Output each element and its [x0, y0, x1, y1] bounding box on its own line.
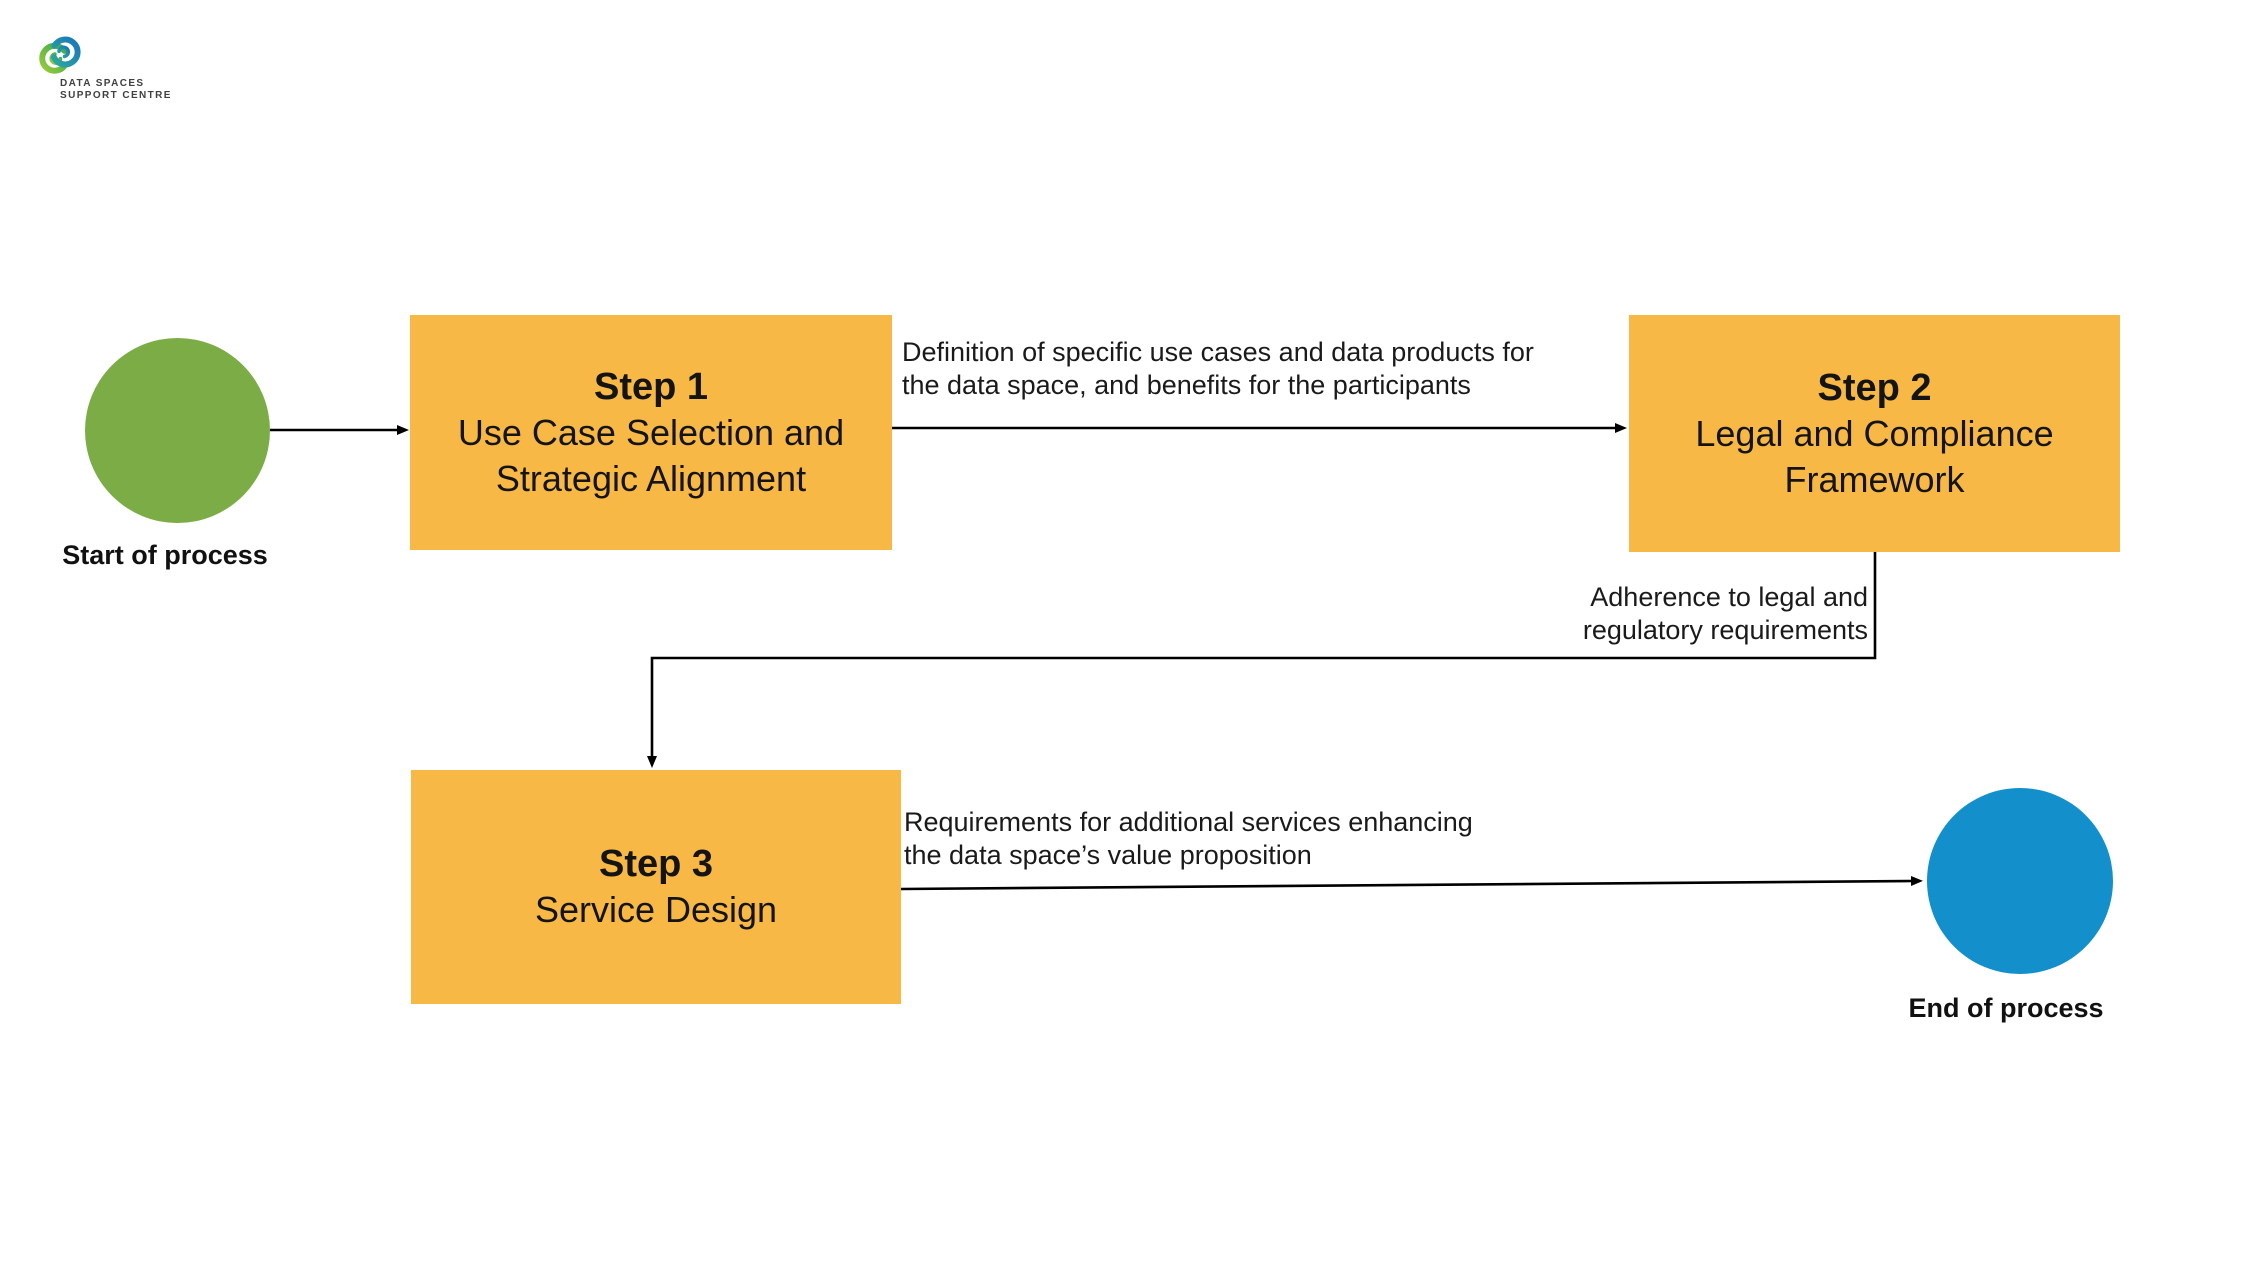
step-1-subtitle-line-1: Use Case Selection and — [457, 411, 845, 453]
edge-label-step1-step2: Definition of specific use cases and dat… — [902, 336, 1534, 402]
step-1-subtitle-line-2: Strategic Alignment — [495, 457, 807, 499]
end-node — [1927, 788, 2113, 974]
logo-line-2: SUPPORT CENTRE — [60, 90, 172, 101]
step-3-subtitle-line-1: Service Design — [534, 889, 778, 930]
step-1-box: Step 1 Use Case Selection and Strategic … — [410, 315, 892, 550]
step-3-box: Step 3 Service Design — [411, 770, 901, 1004]
start-node — [85, 338, 270, 523]
edge-label-step2-step3: Adherence to legal and regulatory requir… — [1418, 581, 1868, 647]
step-2-subtitle-line-2: Framework — [1784, 458, 1965, 500]
dssc-logo-wordmark: DATA SPACES SUPPORT CENTRE — [60, 78, 172, 102]
edge-label-step3-end-line-2: the data space’s value proposition — [904, 840, 1312, 870]
edge-label-step2-step3-line-2: regulatory requirements — [1582, 615, 1868, 645]
edge-label-step3-end: Requirements for additional services enh… — [904, 806, 1473, 872]
connector-step3-end — [900, 876, 1923, 891]
step-2-subtitle-line-1: Legal and Compliance — [1695, 412, 2054, 454]
edge-label-step1-step2-line-2: the data space, and benefits for the par… — [902, 370, 1471, 400]
edge-label-step2-step3-line-1: Adherence to legal and — [1590, 582, 1868, 612]
logo-line-1: DATA SPACES — [60, 78, 145, 89]
connector-step2-step3 — [647, 552, 1877, 768]
step-3-title: Step 3 — [598, 843, 714, 885]
dssc-logo-icon — [36, 32, 83, 78]
edge-label-step3-end-line-1: Requirements for additional services enh… — [904, 807, 1473, 837]
step-2-box: Step 2 Legal and Compliance Framework — [1629, 315, 2120, 552]
step-1-title: Step 1 — [593, 365, 709, 408]
end-node-label: End of process — [1908, 993, 2104, 1023]
start-node-label: Start of process — [62, 540, 268, 570]
edge-label-step1-step2-line-1: Definition of specific use cases and dat… — [902, 337, 1534, 367]
step-2-title: Step 2 — [1817, 366, 1932, 409]
